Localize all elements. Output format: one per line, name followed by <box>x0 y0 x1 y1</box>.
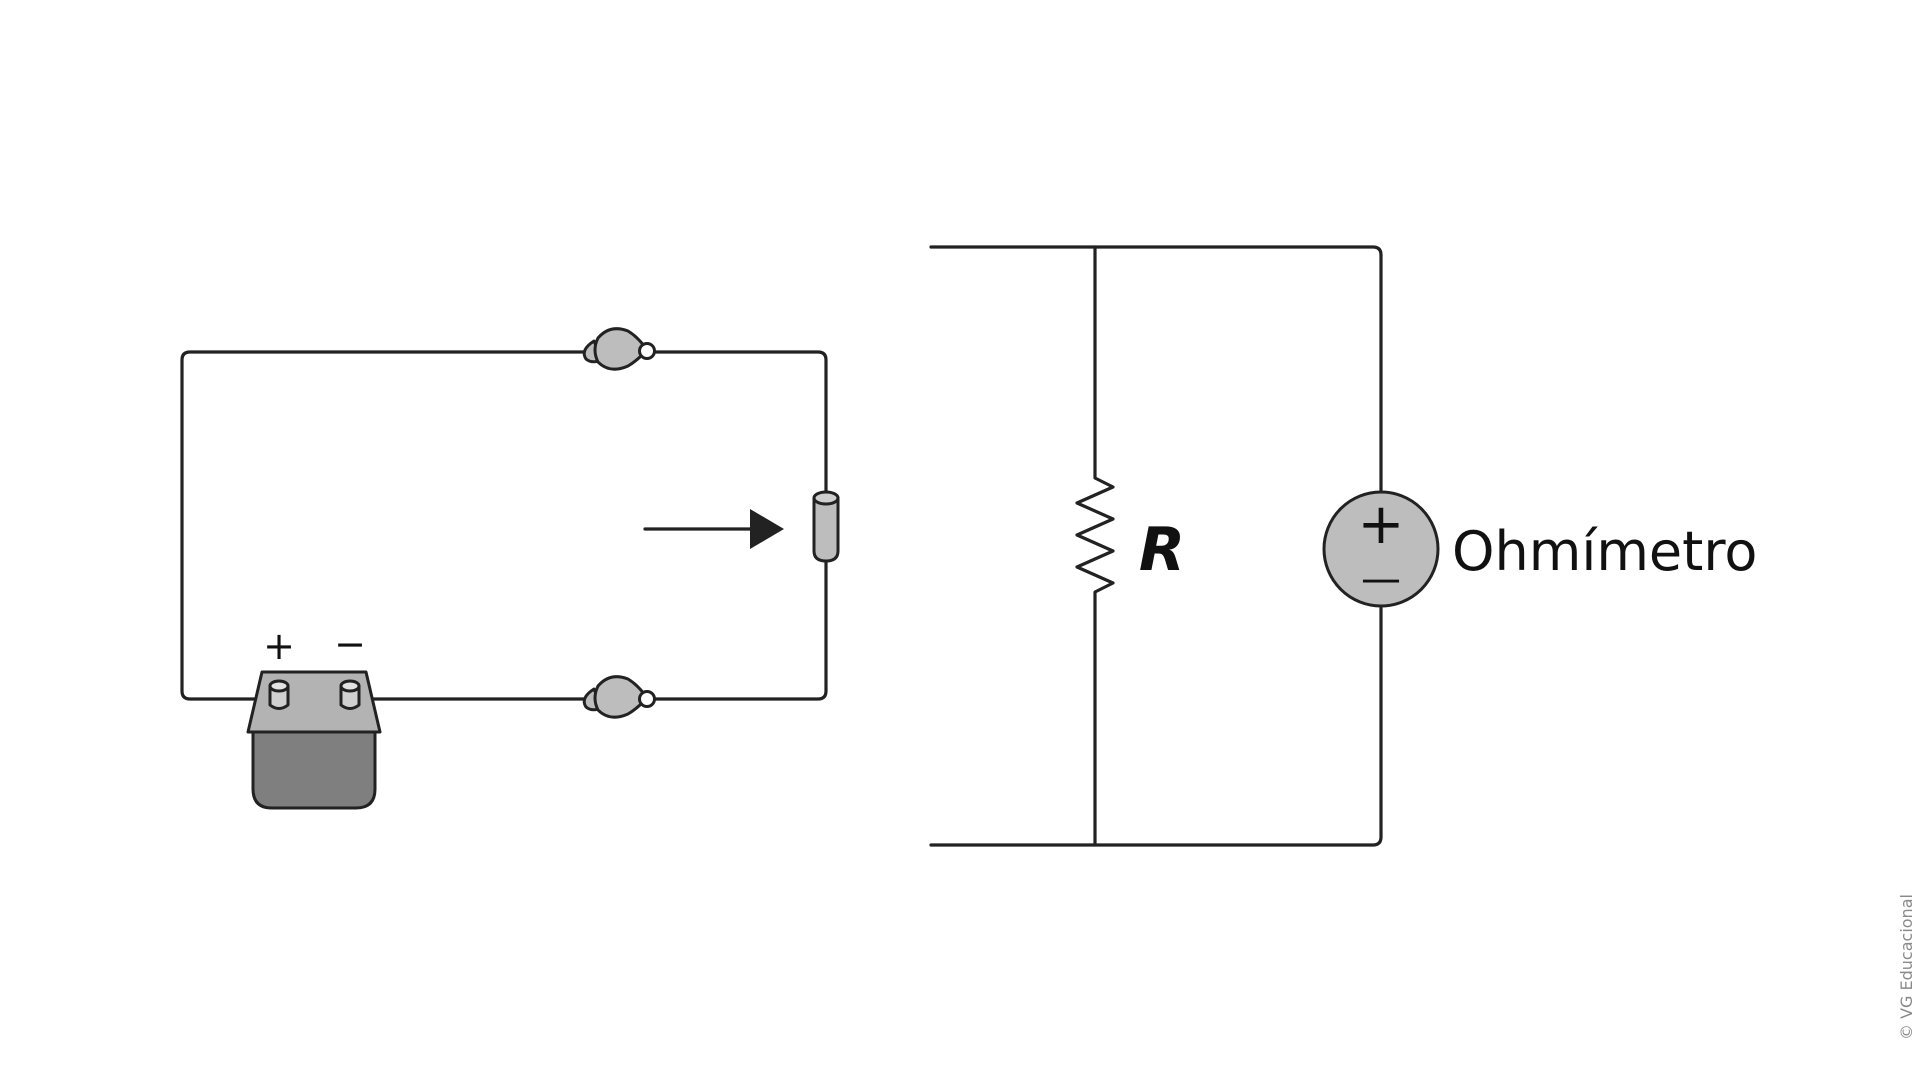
left-circuit-wire <box>180 350 828 701</box>
credit-text: © VG Educacional <box>1897 894 1916 1040</box>
ohmmeter-label: Ohmímetro <box>1452 520 1757 583</box>
resistor-label: R <box>1139 515 1185 585</box>
resistor-symbol <box>1075 245 1115 847</box>
ohmmeter: + — <box>1322 490 1440 608</box>
battery-positive-terminal <box>268 679 290 710</box>
battery-plus-label: + <box>263 624 295 668</box>
ohmmeter-minus-label: — <box>1361 556 1401 602</box>
battery-minus-label: − <box>334 622 366 666</box>
pointer-arrow <box>643 509 784 549</box>
test-component <box>812 490 840 563</box>
battery <box>246 670 382 810</box>
ohmmeter-plus-label: + <box>1358 492 1405 557</box>
bottom-alligator-clip <box>582 675 656 719</box>
top-alligator-clip <box>582 327 656 371</box>
battery-negative-terminal <box>339 679 361 710</box>
right-circuit-wire <box>929 245 1383 847</box>
